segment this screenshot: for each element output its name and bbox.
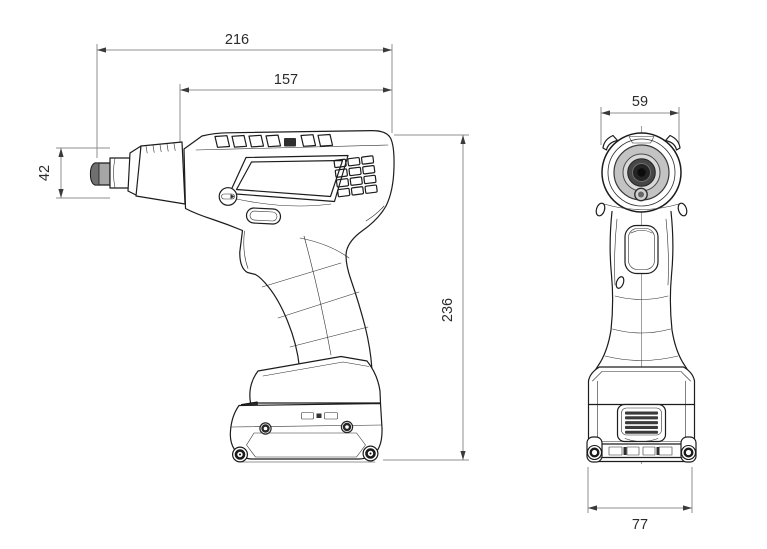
dim-overall-length: 216 bbox=[96, 32, 393, 158]
dim-head-width: 59 bbox=[600, 94, 680, 148]
handle-front bbox=[588, 210, 695, 381]
head-ear-right bbox=[664, 134, 681, 151]
dim-label-overall-length: 216 bbox=[225, 32, 249, 48]
head-ear-left bbox=[602, 134, 619, 151]
pill-button bbox=[245, 207, 282, 225]
head-bump-right bbox=[677, 202, 688, 217]
arrowhead-top bbox=[460, 135, 466, 144]
dim-label-front-section-height: 42 bbox=[37, 165, 53, 181]
dim-overall-height: 236 bbox=[383, 134, 469, 461]
trigger-front bbox=[624, 224, 659, 275]
front-view bbox=[586, 126, 697, 464]
arrowhead-left bbox=[180, 87, 189, 93]
arrowhead-right bbox=[383, 87, 392, 93]
arrow-icon bbox=[230, 194, 235, 199]
arrowhead-left bbox=[601, 110, 610, 116]
gear-housing bbox=[135, 141, 186, 205]
dim-base-width: 77 bbox=[587, 467, 693, 533]
chuck-assembly bbox=[89, 141, 206, 205]
chuck-rings bbox=[613, 144, 670, 201]
head-top-tab bbox=[628, 136, 655, 144]
housing-ribs bbox=[145, 143, 176, 154]
arrowhead-right bbox=[670, 110, 679, 116]
drill-head bbox=[595, 132, 688, 217]
battery-screw bbox=[259, 422, 272, 435]
arrowhead-bottom bbox=[58, 189, 64, 198]
handle-detail-oval bbox=[615, 276, 625, 289]
dimension-annotations: 216 157 42 236 bbox=[37, 32, 693, 533]
direction-button bbox=[218, 187, 238, 206]
head-screw bbox=[634, 187, 648, 202]
dim-upper-body-length: 157 bbox=[179, 72, 392, 147]
trigger bbox=[243, 230, 249, 269]
spindle-collar bbox=[109, 157, 131, 189]
arrowhead-bottom bbox=[460, 451, 466, 460]
battery-grille bbox=[616, 403, 667, 443]
dim-label-base-width: 77 bbox=[632, 517, 648, 533]
battery-vent-marks bbox=[301, 412, 338, 420]
arrowhead-right bbox=[383, 47, 392, 53]
grip-contours bbox=[261, 235, 369, 356]
battery-corner-clip bbox=[586, 436, 603, 463]
bit-holder-ring bbox=[90, 162, 100, 186]
display-screen bbox=[228, 154, 349, 207]
keypad bbox=[333, 155, 378, 198]
arrowhead-right bbox=[683, 505, 692, 511]
battery-side bbox=[229, 355, 383, 463]
battery-screw bbox=[340, 420, 354, 434]
battery-foot bbox=[232, 446, 249, 463]
head-bump-left bbox=[595, 202, 606, 217]
arrowhead-left bbox=[97, 47, 106, 53]
battery-corner-clip bbox=[680, 436, 697, 463]
dim-label-overall-height: 236 bbox=[440, 298, 456, 322]
battery-base-plate bbox=[246, 432, 366, 458]
dim-label-head-width: 59 bbox=[632, 94, 648, 110]
battery-body bbox=[229, 402, 383, 460]
battery-foot bbox=[362, 445, 379, 462]
belt-clip-mount bbox=[284, 138, 296, 147]
dim-label-upper-body-length: 157 bbox=[274, 72, 298, 88]
top-vents bbox=[214, 133, 334, 148]
battery-adapter bbox=[249, 355, 382, 404]
battery-front bbox=[586, 366, 697, 463]
arrowhead-left bbox=[588, 505, 597, 511]
arrowhead-top bbox=[58, 148, 64, 157]
dim-front-section-height: 42 bbox=[37, 147, 110, 199]
side-view bbox=[89, 129, 395, 463]
